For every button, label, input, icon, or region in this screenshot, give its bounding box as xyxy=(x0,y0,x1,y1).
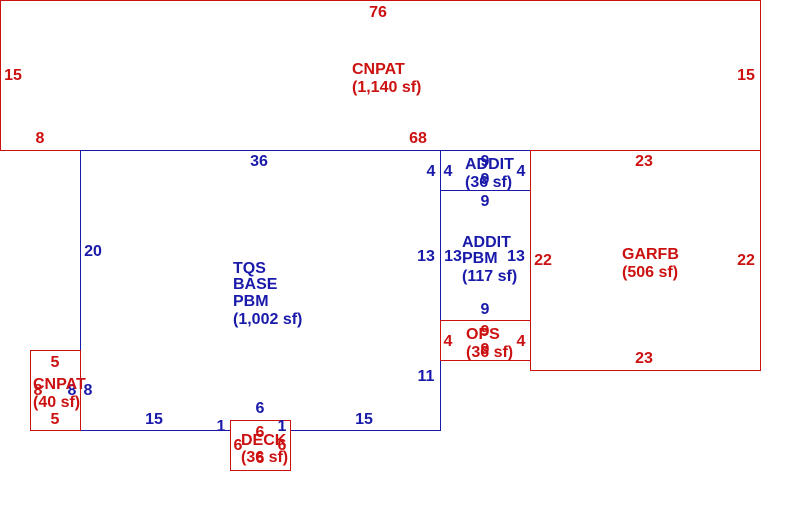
addit-pbm-dim-bottom: 9 xyxy=(481,301,490,318)
deck-name: DECK xyxy=(241,432,287,449)
tqs-dim-bottom-left: 15 xyxy=(145,411,163,428)
garfb-dim-left: 22 xyxy=(534,252,552,269)
tqs-label-line2: BASE xyxy=(233,276,278,293)
tqs-dim-notch-left: 1 xyxy=(217,418,226,435)
garfb-dim-bottom: 23 xyxy=(635,350,653,367)
cnpat-top-dim-left: 15 xyxy=(4,67,22,84)
deck-dim-left: 6 xyxy=(234,437,243,454)
tqs-label-line1: TQS xyxy=(233,260,266,277)
addit-pbm-area: (117 sf) xyxy=(462,268,517,285)
garfb-area: (506 sf) xyxy=(622,264,678,281)
addit-small-area: (36 sf) xyxy=(465,174,512,191)
ops-area: (36 sf) xyxy=(466,344,513,361)
tqs-dim-top-right: 4 xyxy=(427,163,436,180)
cnpat-small-name: CNPAT xyxy=(33,376,86,393)
tqs-dim-left: 20 xyxy=(84,243,102,260)
garfb-dim-right: 22 xyxy=(737,252,755,269)
garfb-dim-top: 23 xyxy=(635,153,653,170)
addit-pbm-dim-right: 13 xyxy=(507,248,525,265)
cnpat-small-dim-left: 8 xyxy=(34,382,43,399)
garfb-name: GARFB xyxy=(622,246,679,263)
addit-pbm-line1: ADDIT xyxy=(462,234,511,251)
cnpat-small-dim-right: 8 xyxy=(68,382,77,399)
cnpat-top-dim-bottom-left: 8 xyxy=(36,130,45,147)
addit-small-name: ADDIT xyxy=(465,156,514,173)
addit-pbm-line2: PBM xyxy=(462,250,498,267)
deck-outline xyxy=(230,420,291,471)
ops-dim-left: 4 xyxy=(444,333,453,350)
tqs-dim-top: 36 xyxy=(250,153,268,170)
tqs-dim-notch-top: 6 xyxy=(256,400,265,417)
cnpat-small-dim-right-outer: 8 xyxy=(84,382,93,399)
addit-small-dim-left: 4 xyxy=(444,163,453,180)
tqs-dim-bottom-right: 15 xyxy=(355,411,373,428)
addit-small-dim-right: 4 xyxy=(517,163,526,180)
addit-small-dim-bottom: 9 xyxy=(481,171,490,188)
ops-dim-bottom: 9 xyxy=(481,341,490,358)
tqs-dim-right-upper: 13 xyxy=(417,248,435,265)
cnpat-small-dim-top: 5 xyxy=(51,354,60,371)
tqs-label-line3: PBM xyxy=(233,293,269,310)
deck-area: (36 sf) xyxy=(241,449,288,466)
ops-dim-top: 9 xyxy=(481,323,490,340)
tqs-dim-notch-right: 1 xyxy=(278,418,287,435)
cnpat-top-dim-bottom-right: 68 xyxy=(409,130,427,147)
garfb-outline xyxy=(530,150,761,371)
cnpat-small-outline xyxy=(30,350,81,431)
addit-pbm-dim-left: 13 xyxy=(444,248,462,265)
cnpat-top-name: CNPAT xyxy=(352,61,405,78)
ops-dim-right: 4 xyxy=(517,333,526,350)
cnpat-top-dim-top: 76 xyxy=(369,4,387,21)
addit-pbm-dim-top: 9 xyxy=(481,193,490,210)
cnpat-small-dim-bottom: 5 xyxy=(51,411,60,428)
addit-small-dim-top: 9 xyxy=(481,153,490,170)
deck-dim-right: 6 xyxy=(278,437,287,454)
deck-dim-top: 6 xyxy=(256,424,265,441)
cnpat-small-area: (40 sf) xyxy=(33,394,80,411)
cnpat-top-dim-right: 15 xyxy=(737,67,755,84)
ops-name: OPS xyxy=(466,326,500,343)
tqs-label-area: (1,002 sf) xyxy=(233,311,302,328)
tqs-dim-right-lower: 11 xyxy=(418,368,435,385)
cnpat-top-area: (1,140 sf) xyxy=(352,79,421,96)
deck-dim-bottom: 6 xyxy=(256,450,265,467)
